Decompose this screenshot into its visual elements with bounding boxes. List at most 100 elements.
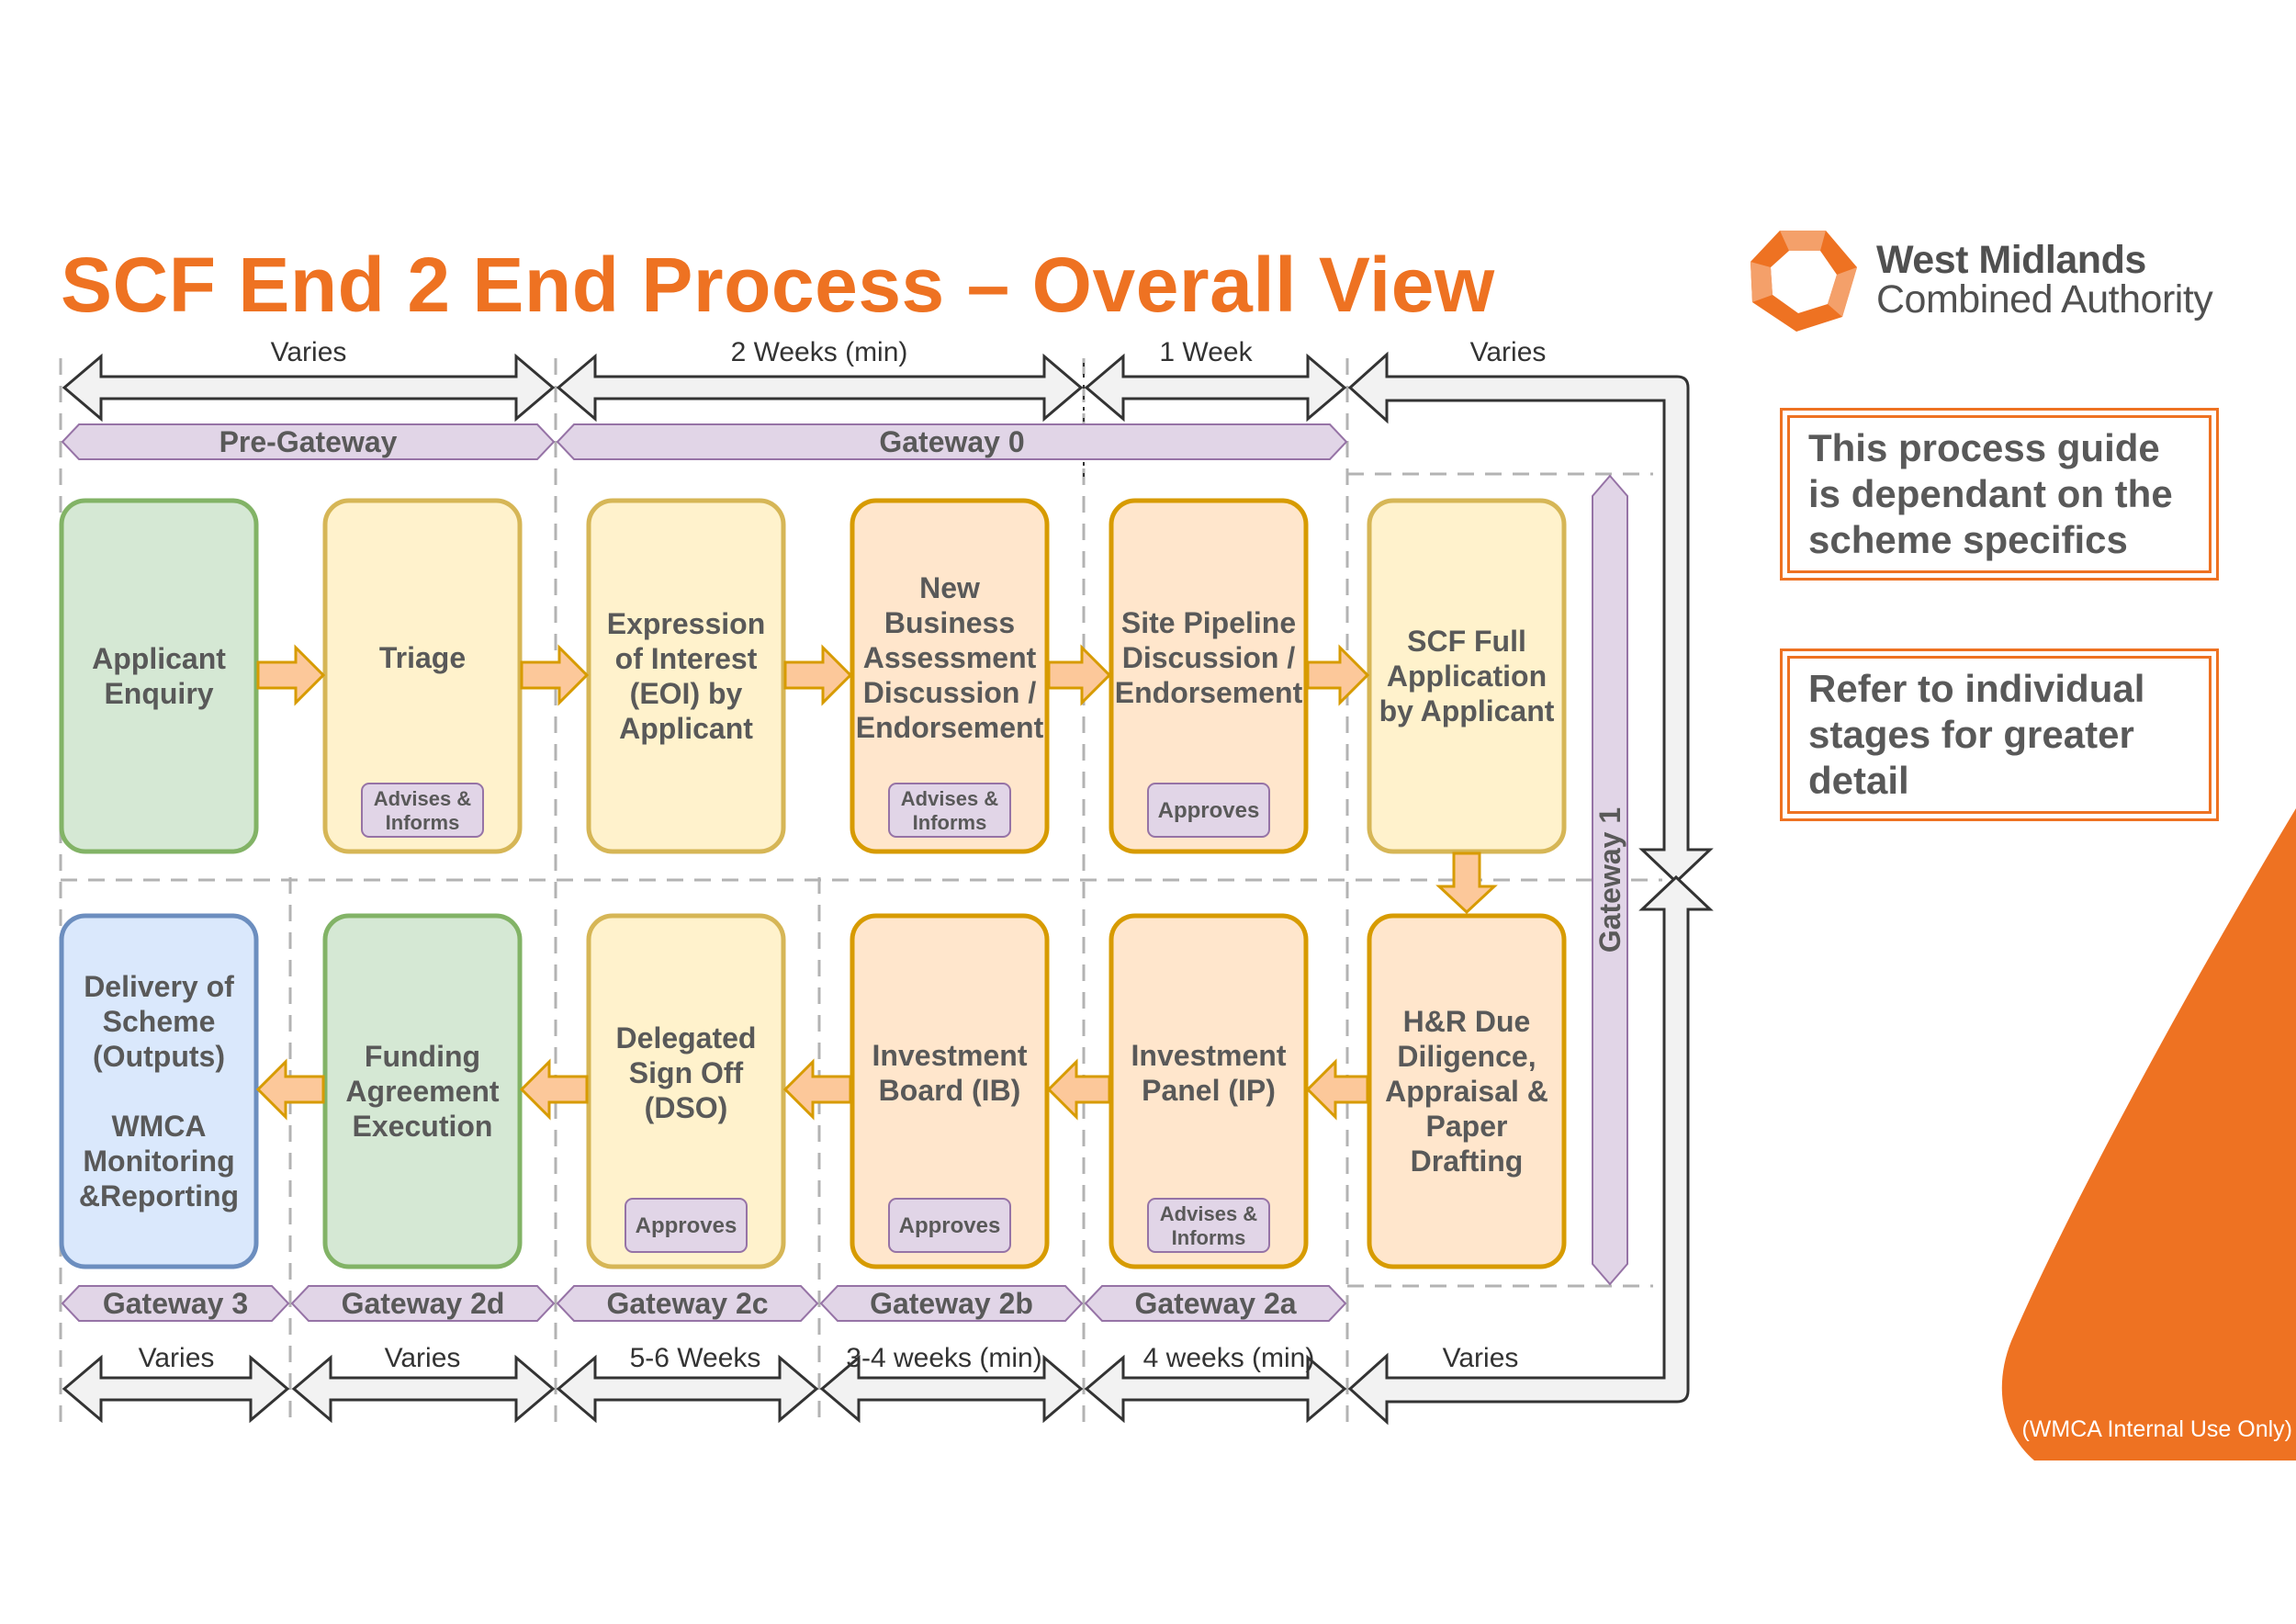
footer-internal-use: (WMCA Internal Use Only) xyxy=(2021,1416,2292,1442)
stage-top-4-text: Site Pipeline xyxy=(1121,606,1296,639)
duration-label-bottom: 3-4 weeks (min) xyxy=(846,1343,1041,1373)
stage-top-0-text: Enquiry xyxy=(104,677,213,710)
duration-label-top: Varies xyxy=(271,337,347,367)
duration-label-bottom: 4 weeks (min) xyxy=(1143,1343,1315,1373)
stage-top-2-text: Expression xyxy=(607,607,766,640)
gateway-bottom-4 xyxy=(1084,1285,1347,1322)
stage-bottom-5-text: Appraisal & xyxy=(1385,1075,1548,1108)
stage-bottom-5-text: Diligence, xyxy=(1397,1040,1536,1073)
stage-bottom-2-box xyxy=(586,913,786,1269)
stage-top-3-text: Endorsement xyxy=(856,711,1044,744)
stage-bottom-3-text: Board (IB) xyxy=(879,1074,1021,1107)
gateway-1 xyxy=(1592,474,1628,1286)
gateway-1-label: Gateway 1 xyxy=(1593,807,1626,953)
stage-top-2-text: of Interest xyxy=(615,642,758,675)
stage-bottom-5-box xyxy=(1367,913,1567,1269)
stage-bottom-2-text: Delegated xyxy=(616,1021,757,1054)
stage-top-2-box xyxy=(586,498,786,854)
stage-top-1-box xyxy=(322,498,523,854)
flow-arrow-left xyxy=(782,1058,852,1121)
stage-top-5-text: SCF Full xyxy=(1407,625,1526,658)
stage-top-3-tag xyxy=(888,783,1011,838)
stage-bottom-2-tag xyxy=(625,1198,748,1253)
flow-arrow-right xyxy=(256,644,326,706)
stage-bottom-0-text: (Outputs) xyxy=(93,1040,225,1073)
duration-label-top: Varies xyxy=(1470,337,1547,367)
gateway-bottom-3 xyxy=(819,1285,1084,1322)
stage-bottom-4-text: Panel (IP) xyxy=(1142,1074,1276,1107)
gateway-bottom-1 xyxy=(290,1285,556,1322)
duration-label-top: 2 Weeks (min) xyxy=(731,337,908,367)
stage-bottom-1-text: Agreement xyxy=(345,1075,500,1108)
stage-top-0-text: Applicant xyxy=(92,642,226,675)
stage-top-5-text: Application xyxy=(1387,660,1547,693)
stage-top-4-text: Discussion / xyxy=(1122,641,1296,674)
stage-bottom-2-tag-text: Approves xyxy=(636,1213,737,1238)
duration-label-bottom: Varies xyxy=(139,1343,215,1373)
stage-top-4-tag-text: Approves xyxy=(1158,798,1260,823)
stage-bottom-2-text: Sign Off xyxy=(629,1056,744,1089)
flow-arrow-left xyxy=(519,1058,589,1121)
stage-top-1-tag-text: Informs xyxy=(386,811,460,834)
stage-bottom-2-text: (DSO) xyxy=(645,1091,728,1124)
stage-bottom-5-text: H&R Due xyxy=(1403,1005,1531,1038)
loop-arrow-bottom xyxy=(1347,874,1714,1426)
wmca-logo-text: West Midlands Combined Authority xyxy=(1876,241,2213,321)
duration-arrow-bottom xyxy=(1084,1354,1347,1424)
duration-arrow-top xyxy=(62,353,556,423)
stage-top-3-text: Discussion / xyxy=(863,676,1037,709)
gateway-0 xyxy=(556,423,1348,460)
stage-bottom-0-text: Scheme xyxy=(103,1005,216,1038)
stage-bottom-1-box xyxy=(322,913,523,1269)
duration-label-top: 1 Week xyxy=(1159,337,1253,367)
gateway-bottom-1-label: Gateway 2d xyxy=(342,1287,505,1320)
duration-arrow-bottom xyxy=(62,1354,290,1424)
stage-top-0-box xyxy=(59,498,259,854)
flow-arrow-left xyxy=(1305,1058,1369,1121)
gateway-pre xyxy=(61,423,556,460)
stage-top-1-text: Triage xyxy=(379,641,466,674)
flow-arrow-down xyxy=(1435,851,1498,915)
stage-bottom-1-text: Funding xyxy=(365,1040,480,1073)
duration-label-bottom: Varies xyxy=(1443,1343,1519,1373)
gateway-bottom-2-label: Gateway 2c xyxy=(606,1287,768,1320)
gateway-pre-label: Pre-Gateway xyxy=(219,425,398,458)
stage-top-2-text: (EOI) by xyxy=(630,677,743,710)
stage-top-3-box xyxy=(850,498,1050,854)
flow-arrow-left xyxy=(1046,1058,1111,1121)
stage-bottom-4-tag-text: Informs xyxy=(1172,1226,1246,1249)
flow-arrow-right xyxy=(520,644,590,706)
stage-bottom-0-text: WMCA xyxy=(111,1110,206,1143)
flow-arrow-right xyxy=(1047,644,1112,706)
stage-bottom-4-text: Investment xyxy=(1131,1039,1287,1072)
stage-top-4-tag xyxy=(1147,783,1270,838)
stage-bottom-3-text: Investment xyxy=(872,1039,1028,1072)
stage-bottom-4-box xyxy=(1109,913,1309,1269)
flow-arrow-right xyxy=(1306,644,1370,706)
stage-bottom-3-tag xyxy=(888,1198,1011,1253)
duration-arrow-bottom xyxy=(291,1354,556,1424)
note-refer-stages: Refer to individual stages for greater d… xyxy=(1780,648,2219,821)
logo-line-2: Combined Authority xyxy=(1876,277,2213,321)
stage-top-3-text: Assessment xyxy=(863,641,1037,674)
stage-bottom-0-text: &Reporting xyxy=(79,1179,239,1212)
gateway-bottom-0 xyxy=(61,1285,290,1322)
stage-bottom-5-text: Paper xyxy=(1426,1110,1508,1143)
duration-arrow-top xyxy=(556,353,1084,423)
gateway-0-label: Gateway 0 xyxy=(879,425,1024,458)
stage-bottom-3-tag-text: Approves xyxy=(899,1213,1001,1238)
stage-bottom-0: Delivery ofScheme(Outputs)WMCAMonitoring… xyxy=(59,913,259,1269)
stage-top-4-text: Endorsement xyxy=(1115,676,1303,709)
stage-bottom-3-box xyxy=(850,913,1050,1269)
stage-top-3-text: Business xyxy=(884,606,1015,639)
note-process-guide: This process guide is dependant on the s… xyxy=(1780,408,2219,581)
flow-arrow-right xyxy=(783,644,853,706)
